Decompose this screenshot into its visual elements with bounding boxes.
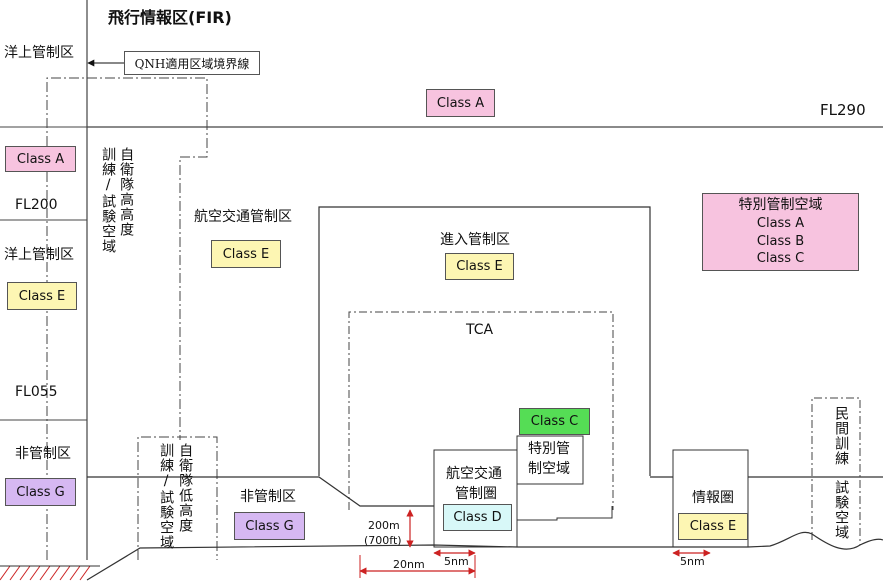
approach-area-border [318,206,651,476]
left-oceanic-control-2: 洋上管制区 [4,247,74,263]
special-small-box [516,435,584,485]
atc-zone-label: 航空交通管制区 [194,209,292,225]
dim-20nm-label: 20nm [393,558,425,571]
special-small-outline [516,436,613,521]
hatch-area [0,565,91,581]
qnh-label: QNH適用区域境界線 [124,51,260,75]
atc-control-zone-line2: 管制圏 [455,486,497,502]
sdf-high-col1: 自衛隊高高度 [118,147,135,237]
left-fl200-label: FL200 [15,197,58,213]
sdf-high-col2: 訓練/試験空域 [100,147,117,254]
base-line-left [87,476,434,507]
tca-label: TCA [466,322,494,338]
atc-zone-class-e-badge: Class E [211,240,281,268]
civil-training-col2: 試験空域 [833,480,850,540]
dim-5nm-a-label: 5nm [444,555,469,568]
atc-control-zone-class-d-badge: Class D [443,504,512,531]
fl290-label: FL290 [820,101,866,119]
approach-control-label: 進入管制区 [440,232,510,248]
dim-5nm-b-label: 5nm [680,555,705,568]
sdf-low-box [137,436,218,560]
special-class-b: Class B [756,233,805,249]
civil-training-border [811,397,861,545]
approach-class-e-badge: Class E [445,253,514,280]
left-oceanic-control-1: 洋上管制区 [4,45,74,61]
left-noncontrol-label: 非管制区 [15,446,71,462]
special-small-line1: 特別管 [528,441,570,457]
left-class-g-badge: Class G [5,478,76,506]
terrain-line [86,531,883,581]
special-airspace-box: 特別管制空域 Class A Class B Class C [702,193,859,271]
sdf-low-col1: 自衛隊低高度 [177,443,194,533]
top-class-a-badge: Class A [426,89,495,117]
noncontrol-mid-class-g-badge: Class G [234,512,305,540]
noncontrol-mid-label: 非管制区 [240,489,296,505]
info-zone-class-e-badge: Class E [678,513,748,540]
tca-border [348,311,614,510]
page-title: 飛行情報区(FIR) [108,8,232,27]
special-small-line2: 制空域 [528,461,570,477]
class-c-badge: Class C [519,408,590,435]
left-class-a-badge: Class A [5,146,76,172]
sdf-low-col2: 訓練/試験空域 [158,443,175,550]
dim-700ft-label: (700ft) [364,534,402,547]
civil-training-col1: 民間訓練 [833,406,850,466]
special-class-c: Class C [756,251,805,267]
atc-control-zone-line1: 航空交通 [446,466,502,482]
special-class-a: Class A [756,216,805,232]
special-airspace-title: 特別管制空域 [738,197,823,214]
left-class-e-badge: Class E [7,282,77,310]
dim-200m-label: 200m [368,519,400,532]
info-zone-label: 情報圏 [692,490,734,506]
left-fl055-label: FL055 [15,384,58,400]
